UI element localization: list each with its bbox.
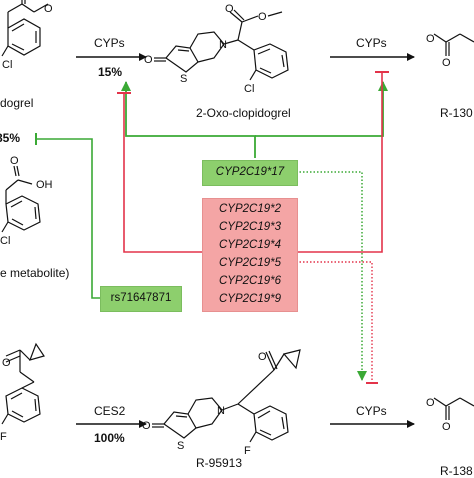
atom-Cl: Cl [2, 59, 12, 71]
r138727-structure [433, 397, 474, 420]
atom-O: O [225, 3, 234, 15]
variant-cyp2c19-2: CYP2C19*2 [218, 203, 281, 215]
compound-label-clopidogrel: dogrel [0, 96, 34, 110]
enzyme-label-cyps-3: CYPs [356, 404, 387, 418]
green-dotted-arrow-prasugrel [296, 171, 367, 381]
snp-box: rs71647871 [100, 286, 182, 312]
gain-of-function-box: CYP2C19*17 [202, 160, 298, 186]
atom-O: O [144, 54, 153, 66]
variant-cyp2c19-9: CYP2C19*9 [218, 293, 281, 305]
atom-O: O [10, 155, 19, 167]
red-inhibition-line-step1 [123, 93, 202, 253]
red-inhibition-line-step2 [296, 72, 383, 253]
variant-cyp2c19-6: CYP2C19*6 [218, 275, 281, 287]
prasugrel-structure [1, 342, 45, 425]
atom-O: O [426, 397, 435, 409]
green-activation-arrow-step2 [255, 81, 388, 137]
atom-Cl: Cl [0, 235, 10, 247]
oxo-clopidogrel-structure [154, 9, 289, 81]
snp-inhibition-line [36, 138, 100, 299]
atom-O: O [442, 421, 451, 433]
atom-O: O [142, 420, 151, 432]
enzyme-label-cyps-1: CYPs [94, 36, 125, 50]
loss-of-function-box: CYP2C19*2 CYP2C19*3 CYP2C19*4 CYP2C19*5 … [202, 198, 298, 312]
variant-cyp2c19-3: CYP2C19*3 [218, 221, 281, 233]
compound-label-r138727: R-138 [440, 464, 473, 478]
variant-cyp2c19-4: CYP2C19*4 [218, 239, 281, 251]
percent-label-100: 100% [94, 431, 125, 445]
atom-N: N [217, 405, 225, 417]
r130964-structure [433, 33, 474, 56]
atom-OH: OH [36, 179, 53, 191]
atom-O: O [426, 33, 435, 45]
red-dotted-inhibition-prasugrel [296, 261, 373, 383]
snp-rs71647871: rs71647871 [110, 292, 172, 304]
green-activation-arrow-step1 [121, 81, 256, 158]
atom-N: N [219, 39, 227, 51]
variant-cyp2c19-17: CYP2C19*17 [215, 166, 285, 178]
atom-F: F [244, 445, 251, 457]
enzyme-label-cyps-2: CYPs [356, 36, 387, 50]
compound-label-r95913: R-95913 [196, 456, 243, 470]
atom-S: S [177, 440, 184, 452]
percent-label-85: 85% [0, 131, 21, 145]
enzyme-label-ces2: CES2 [94, 404, 126, 418]
compound-label-2-oxo-clopidogrel: 2-Oxo-clopidogrel [196, 106, 291, 120]
atom-O: O [258, 351, 267, 363]
inactive-metabolite-structure [1, 165, 41, 233]
atom-O: O [258, 11, 267, 23]
r95913-structure [152, 349, 301, 443]
compound-label-active-metabolite: e metabolite) [0, 266, 70, 280]
compound-label-r130964: R-130 [440, 106, 473, 120]
atom-F: F [0, 431, 7, 443]
percent-label-15: 15% [98, 65, 123, 79]
atom-Cl: Cl [244, 83, 254, 95]
clopidogrel-structure [1, 0, 49, 57]
atom-S: S [180, 73, 187, 85]
variant-cyp2c19-5: CYP2C19*5 [218, 257, 281, 269]
atom-O: O [44, 3, 53, 15]
atom-O: O [442, 57, 451, 69]
atom-O: O [2, 357, 11, 369]
